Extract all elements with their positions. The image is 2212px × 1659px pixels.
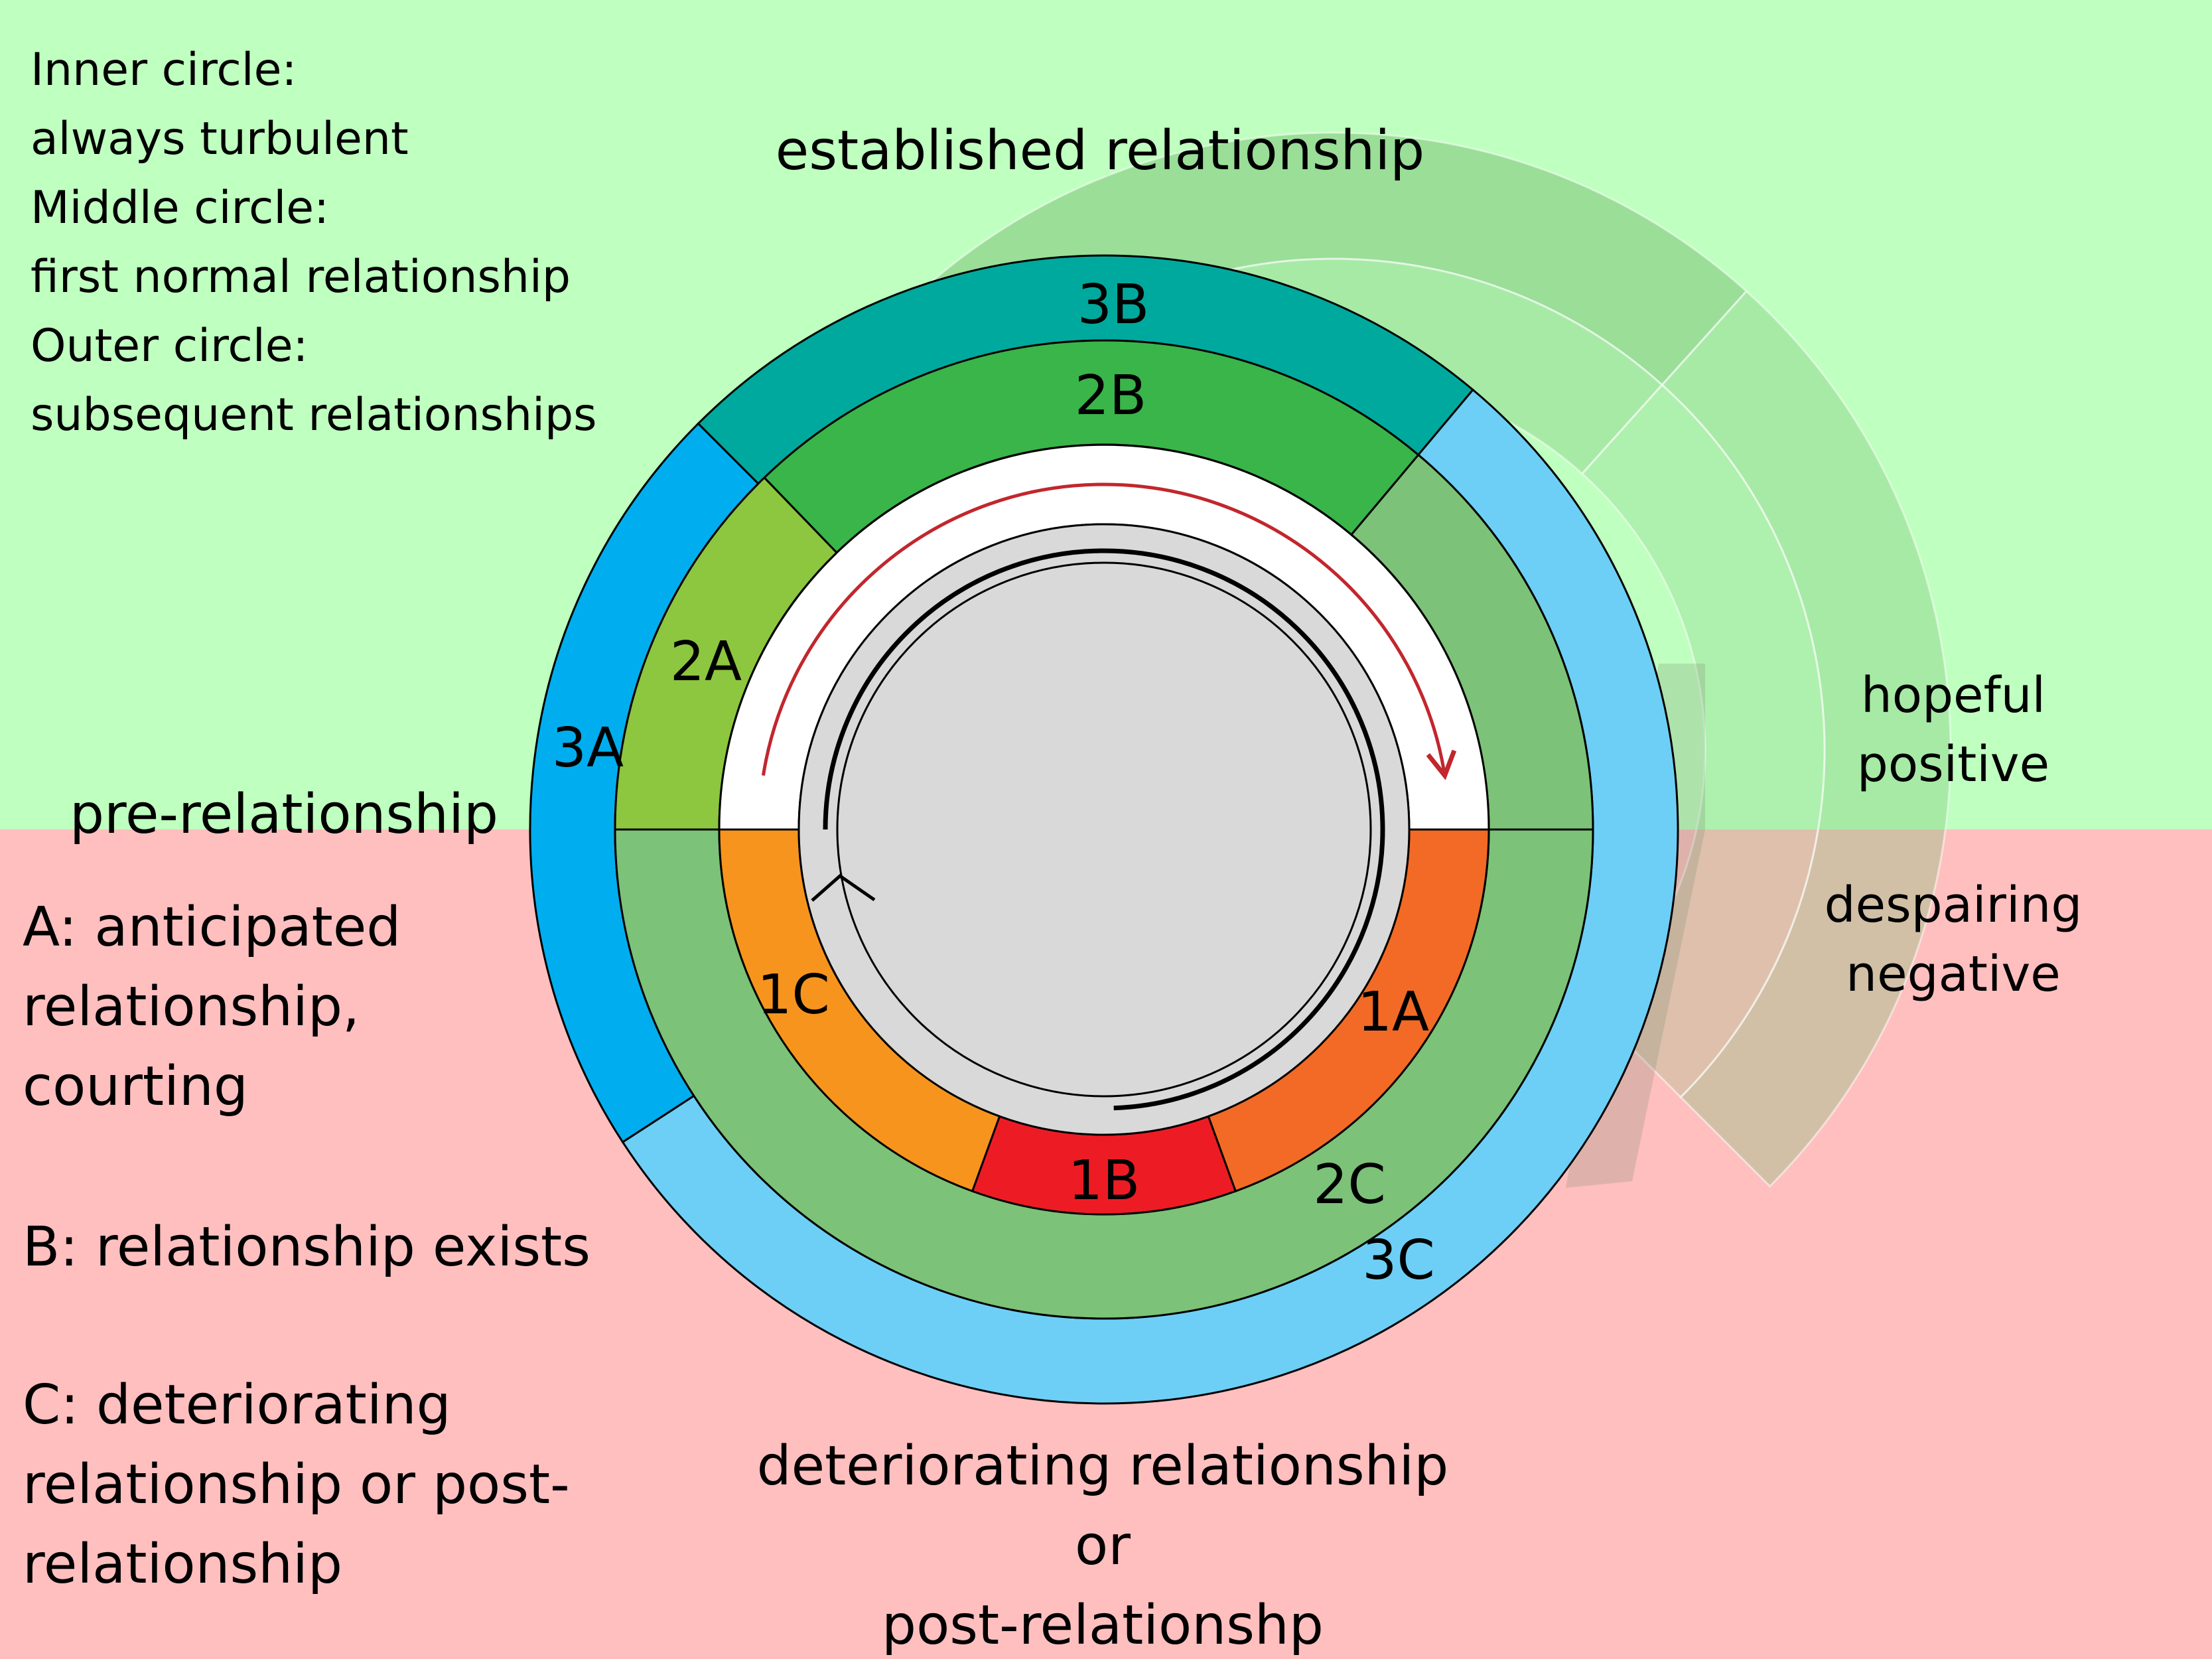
side-despairing: despairing bbox=[1825, 877, 2083, 934]
phase-pre: pre-relationship bbox=[70, 783, 498, 846]
segment-label-2B: 2B bbox=[1075, 364, 1146, 427]
key-a-line-1: A: anticipated bbox=[23, 896, 401, 959]
segment-label-3A: 3A bbox=[552, 717, 624, 780]
phase-deteriorating-line-1: deteriorating relationship bbox=[757, 1435, 1449, 1498]
phase-deteriorating-line-3: post-relationshp bbox=[882, 1594, 1324, 1657]
red-cycle-arrow bbox=[761, 482, 1457, 780]
key-a-line-3: courting bbox=[23, 1055, 248, 1118]
side-positive: positive bbox=[1857, 736, 2049, 793]
segment-label-2C: 2C bbox=[1313, 1153, 1385, 1216]
legend-line-4: first normal relationship bbox=[31, 251, 571, 303]
segment-label-1B: 1B bbox=[1068, 1149, 1140, 1212]
black-arrowhead-icon bbox=[811, 873, 876, 902]
segment-label-1A: 1A bbox=[1357, 981, 1429, 1044]
side-hopeful: hopeful bbox=[1861, 667, 2045, 724]
key-c-line-3: relationship bbox=[23, 1533, 342, 1596]
key-a-line-2: relationship, bbox=[23, 975, 360, 1039]
black-cycle-arrow bbox=[823, 548, 1385, 1111]
key-c-line-1: C: deteriorating bbox=[23, 1374, 451, 1437]
phase-established: established relationship bbox=[776, 119, 1424, 182]
legend-line-6: subsequent relationships bbox=[31, 389, 597, 441]
legend-line-1: Inner circle: bbox=[31, 44, 297, 96]
legend-line-2: always turbulent bbox=[31, 113, 409, 165]
side-negative: negative bbox=[1846, 946, 2061, 1003]
phase-deteriorating-line-2: or bbox=[1075, 1514, 1131, 1577]
inner-core bbox=[836, 561, 1372, 1098]
segment-label-3B: 3B bbox=[1077, 273, 1149, 336]
key-c-line-2: relationship or post- bbox=[23, 1453, 570, 1516]
ghost-middle-late bbox=[1580, 383, 1826, 1099]
legend-line-5: Outer circle: bbox=[31, 320, 308, 372]
legend-line-3: Middle circle: bbox=[31, 182, 329, 234]
key-b-line-1: B: relationship exists bbox=[23, 1216, 590, 1279]
segment-label-1C: 1C bbox=[757, 964, 829, 1027]
segment-label-3C: 3C bbox=[1362, 1229, 1434, 1292]
segment-label-2A: 2A bbox=[670, 630, 742, 693]
ring-segments bbox=[529, 254, 1679, 1405]
